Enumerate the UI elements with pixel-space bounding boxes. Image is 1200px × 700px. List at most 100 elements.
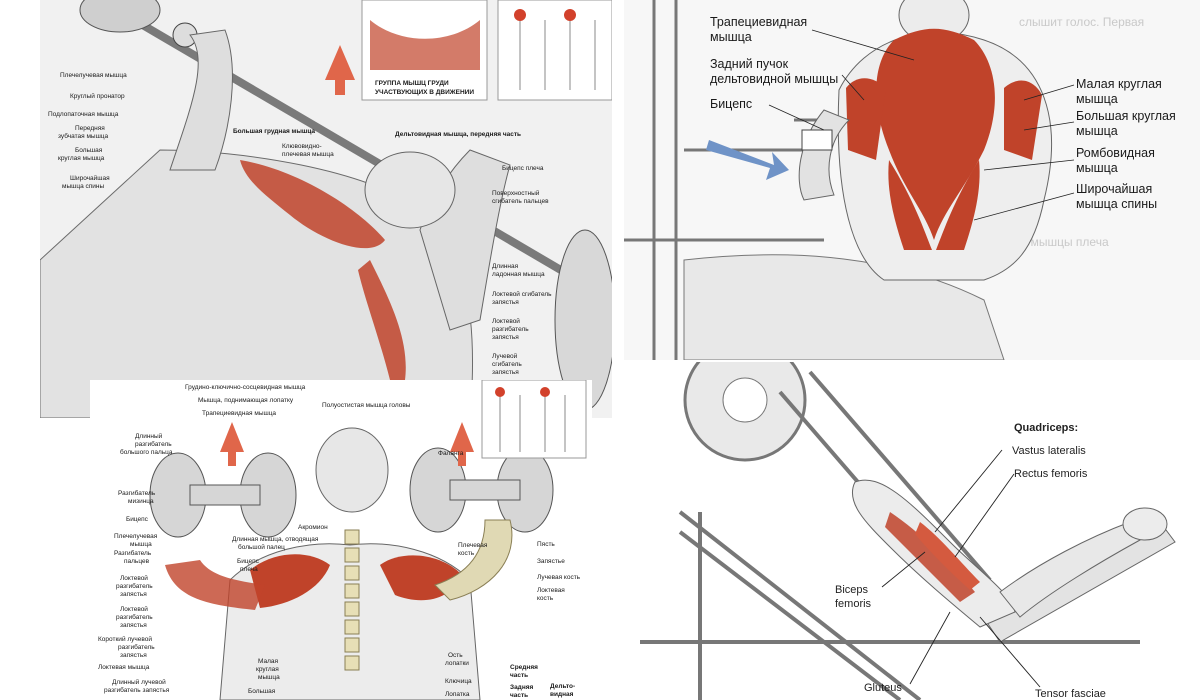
label-spine-scapula-1: Ость [448, 652, 463, 659]
label-levator-scapulae: Мышца, поднимающая лопатку [198, 397, 294, 404]
label-humerus-1: Плечевая [458, 542, 488, 549]
label-ecrb-1: Короткий лучевой [98, 636, 153, 643]
label-palmaris-1: Длинная [492, 263, 519, 270]
label-ecu-b-3: запястья [120, 622, 147, 629]
label-deltoid-anterior: Дельтовидная мышца, передняя часть [395, 131, 522, 138]
label-coracobrachialis-2: плечевая мышца [282, 151, 334, 158]
label-fds-1: Поверхностный [492, 190, 540, 197]
label-ecrb-2: разгибатель [118, 644, 155, 651]
label-fcr-1: Лучевой [492, 353, 518, 360]
label-ecu-3: запястья [492, 334, 519, 341]
label-lat-1: Широчайшая [1076, 182, 1153, 196]
label-serratus-2: зубчатая мышца [58, 133, 109, 140]
label-rear-delt-1: Задний пучок [710, 57, 789, 71]
label-biceps-femoris-1: Biceps [835, 584, 869, 596]
label-teres-minor-2: мышца [1076, 92, 1118, 106]
label-coracobrachialis-1: Клювовидно- [282, 143, 322, 150]
label-ed-2: пальцев [124, 558, 150, 565]
label-deltoid-2: видная [550, 691, 574, 698]
label-biceps-l: Бицепс [126, 516, 148, 523]
label-biceps: Бицепс [710, 97, 753, 111]
label-rectus-femoris: Rectus femoris [1014, 468, 1088, 480]
label-trapezius-2: мышца [710, 30, 752, 44]
label-ecu-a-1: Локтевой [120, 575, 148, 582]
label-ulna-1: Локтевая [537, 587, 565, 594]
label-ulna-2: кость [537, 595, 554, 602]
label-fcu-1: Локтевой сгибатель [492, 291, 552, 298]
label-teres-major-1: Большая [75, 147, 103, 154]
label-gluteus: Gluteus [864, 682, 902, 694]
label-biceps-r-2: плеча [240, 566, 258, 573]
leg-press-drawing [640, 362, 1176, 700]
label-serratus-1: Передняя [75, 125, 105, 132]
label-teres-major: Большая [248, 688, 276, 695]
label-ed-1: Разгибатель [114, 550, 152, 557]
label-brachio-2: мышца [130, 541, 152, 548]
label-teres-minor-1: Малая [258, 658, 279, 665]
label-ecu-2: разгибатель [492, 326, 529, 333]
bench-press-drawing [40, 0, 612, 418]
label-ecu-b-2: разгибатель [116, 614, 153, 621]
label-acromion: Акромион [298, 524, 328, 531]
label-teres-major-2: круглая мышца [58, 155, 105, 162]
dumbbell-press-panel: Грудино-ключично-сосцевидная мышца Мышца… [90, 380, 592, 700]
bench-press-panel: Плечелучевая мышца Круглый пронатор Подл… [40, 0, 612, 418]
label-biceps: Бицепс плеча [502, 165, 544, 172]
label-trapezius-1: Трапециевидная [710, 15, 808, 29]
leg-press-panel: Quadriceps: Vastus lateralis Rectus femo… [620, 362, 1200, 700]
label-fcr-2: сгибатель [492, 361, 522, 368]
label-pectoralis-major: Большая грудная мышца [233, 128, 316, 135]
label-palmaris-2: ладонная мышца [492, 271, 545, 278]
label-trapezius: Трапециевидная мышца [202, 410, 277, 417]
label-epl-3: большого пальца [120, 449, 173, 456]
label-brachioradialis: Плечелучевая мышца [60, 72, 127, 79]
label-ecu-1: Локтевой [492, 318, 520, 325]
label-biceps-femoris-2: femoris [835, 598, 872, 610]
dumbbell-press-drawing [149, 380, 587, 700]
label-tensor-fasciae: Tensor fasciae [1035, 688, 1106, 700]
label-middle-part-1: Средняя [510, 664, 538, 671]
label-middle-part-2: часть [510, 672, 529, 679]
label-lat-1: Широчайшая [70, 175, 110, 182]
label-teres-major-1: Большая круглая [1076, 109, 1176, 123]
legpress-title: Quadriceps: [1014, 422, 1079, 434]
label-teres-minor-2: круглая [256, 666, 279, 673]
label-apl-1: Длинная мышца, отводящая [232, 536, 319, 543]
label-humerus-2: кость [458, 550, 475, 557]
label-deltoid-1: Дельто- [550, 683, 576, 690]
label-brachio-1: Плечелучевая [114, 533, 158, 540]
label-ecu-b-1: Локтевой [120, 606, 148, 613]
label-ecrb-3: запястья [120, 652, 147, 659]
label-pronator-teres: Круглый пронатор [70, 93, 125, 100]
label-teres-major-2: мышца [1076, 124, 1118, 138]
label-metacarpus: Пясть [537, 541, 555, 548]
seated-row-drawing [624, 0, 1075, 360]
label-biceps-r-1: Бицепс [237, 558, 259, 565]
label-ecrl-2: разгибатель запястья [104, 687, 170, 694]
label-rhomboid-2: мышца [1076, 161, 1118, 175]
label-spine-scapula-2: лопатки [445, 660, 469, 667]
label-teres-minor-3: мышца [258, 674, 280, 681]
label-scapula: Лопатка [445, 691, 470, 698]
label-teres-minor-1: Малая круглая [1076, 77, 1162, 91]
ghost-text: слышит голос. Первая [1019, 15, 1145, 29]
label-phalanx: Фаланга [438, 450, 464, 457]
inset-caption-2: УЧАСТВУЮЩИХ В ДВИЖЕНИИ [375, 89, 475, 96]
label-rear-delt-2: дельтовидной мышцы [710, 72, 839, 86]
label-lat-2: мышца спины [62, 183, 105, 190]
label-fcu-2: запястья [492, 299, 519, 306]
label-anconeus: Локтевая мышца [98, 664, 150, 671]
label-rear-part-1: Задняя [510, 684, 534, 691]
label-fds-2: сгибатель пальцев [492, 198, 549, 205]
label-ecrl-1: Длинный лучевой [112, 679, 166, 686]
label-clavicle: Ключица [445, 678, 472, 685]
label-rhomboid-1: Ромбовидная [1076, 146, 1155, 160]
label-radius: Лучевая кость [537, 574, 581, 581]
label-carpus: Запястье [537, 558, 565, 565]
label-epl-2: разгибатель [135, 441, 172, 448]
inset-caption-1: ГРУППА МЫШЦ ГРУДИ [375, 80, 449, 87]
seated-row-panel: слышит голос. Первая передние мышцы плеч… [624, 0, 1200, 360]
label-fcr-3: запястья [492, 369, 519, 376]
label-rear-part-2: часть [510, 692, 529, 699]
label-scm: Грудино-ключично-сосцевидная мышца [185, 384, 306, 391]
